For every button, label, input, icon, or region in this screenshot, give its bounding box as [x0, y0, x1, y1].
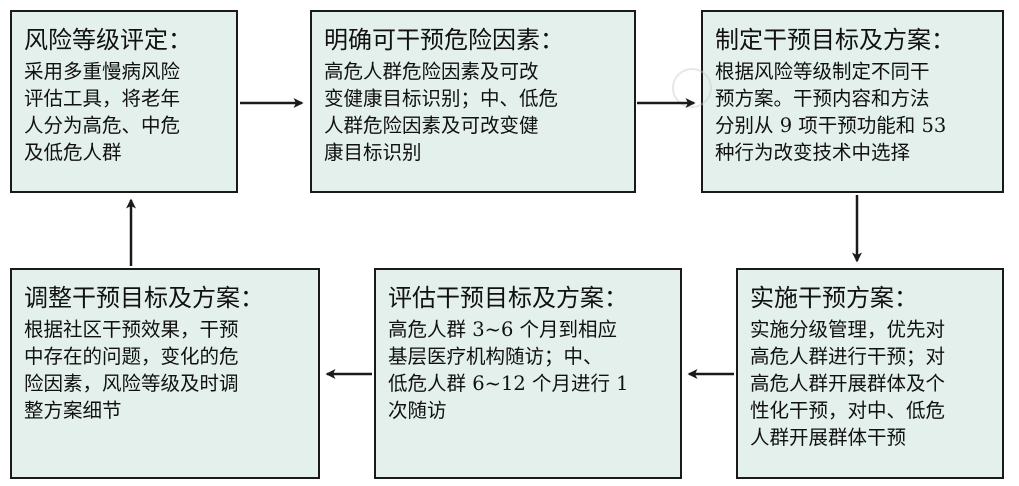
- step-description: 根据社区干预效果，干预 中存在的问题，变化的危 险因素，风险等级及时调 整方案细…: [24, 316, 308, 424]
- step-line: 预方案。干预内容和方法: [715, 87, 930, 110]
- step-line: 中存在的问题，变化的危: [24, 345, 239, 368]
- step-line: 次随访: [388, 399, 447, 422]
- step-title: 明确可干预危险因素：: [324, 26, 564, 54]
- step-line: 采用多重慢病风险: [24, 60, 181, 83]
- step-line: 高危人群开展群体及个: [750, 372, 946, 395]
- step-line: 评估工具，将老年: [24, 87, 181, 110]
- step-risk-assessment: 风险等级评定： 采用多重慢病风险 评估工具，将老年 人分为高危、中危 及低危人群: [10, 10, 238, 193]
- step-title: 评估干预目标及方案：: [388, 284, 628, 312]
- step-line: 人分为高危、中危: [24, 114, 181, 137]
- step-line: 及低危人群: [24, 141, 122, 164]
- step-implement-plan: 实施干预方案： 实施分级管理，优先对 高危人群进行干预；对 高危人群开展群体及个…: [736, 268, 1004, 479]
- step-line: 康目标识别: [324, 141, 422, 164]
- step-line: 高危人群 3~6 个月到相应: [388, 318, 618, 341]
- step-evaluate-plan: 评估干预目标及方案： 高危人群 3~6 个月到相应 基层医疗机构随访；中、 低危…: [374, 268, 682, 479]
- step-line: 种行为改变技术中选择: [715, 141, 911, 164]
- step-line: 基层医疗机构随访；中、: [388, 345, 603, 368]
- step-line: 分别从 9 项干预功能和 53: [715, 114, 947, 137]
- step-description: 实施分级管理，优先对 高危人群进行干预；对 高危人群开展群体及个 性化干预，对中…: [750, 316, 992, 451]
- step-line: 高危人群危险因素及可改: [324, 60, 539, 83]
- step-line: 高危人群进行干预；对: [750, 345, 946, 368]
- step-line: 根据社区干预效果，干预: [24, 318, 239, 341]
- step-title: 实施干预方案：: [750, 284, 918, 312]
- step-line: 实施分级管理，优先对: [750, 318, 946, 341]
- step-description: 采用多重慢病风险 评估工具，将老年 人分为高危、中危 及低危人群: [24, 58, 226, 166]
- step-line: 人群开展群体干预: [750, 426, 907, 449]
- step-line: 性化干预，对中、低危: [750, 399, 946, 422]
- step-title: 风险等级评定：: [24, 26, 192, 54]
- step-description: 高危人群危险因素及可改 变健康目标识别；中、低危 人群危险因素及可改变健 康目标…: [324, 58, 624, 166]
- step-adjust-plan: 调整干预目标及方案： 根据社区干预效果，干预 中存在的问题，变化的危 险因素，风…: [10, 268, 320, 479]
- step-title: 调整干预目标及方案：: [24, 284, 264, 312]
- step-line: 整方案细节: [24, 399, 122, 422]
- step-set-goals-plans: 制定干预目标及方案： 根据风险等级制定不同干 预方案。干预内容和方法 分别从 9…: [701, 10, 1004, 193]
- step-line: 险因素，风险等级及时调: [24, 372, 239, 395]
- step-title: 制定干预目标及方案：: [715, 26, 955, 54]
- step-description: 高危人群 3~6 个月到相应 基层医疗机构随访；中、 低危人群 6~12 个月进…: [388, 316, 670, 424]
- step-identify-risk-factors: 明确可干预危险因素： 高危人群危险因素及可改 变健康目标识别；中、低危 人群危险…: [310, 10, 636, 193]
- step-description: 根据风险等级制定不同干 预方案。干预内容和方法 分别从 9 项干预功能和 53 …: [715, 58, 992, 166]
- step-line: 低危人群 6~12 个月进行 1: [388, 372, 629, 395]
- step-line: 变健康目标识别；中、低危: [324, 87, 559, 110]
- step-line: 根据风险等级制定不同干: [715, 60, 930, 83]
- step-line: 人群危险因素及可改变健: [324, 114, 539, 137]
